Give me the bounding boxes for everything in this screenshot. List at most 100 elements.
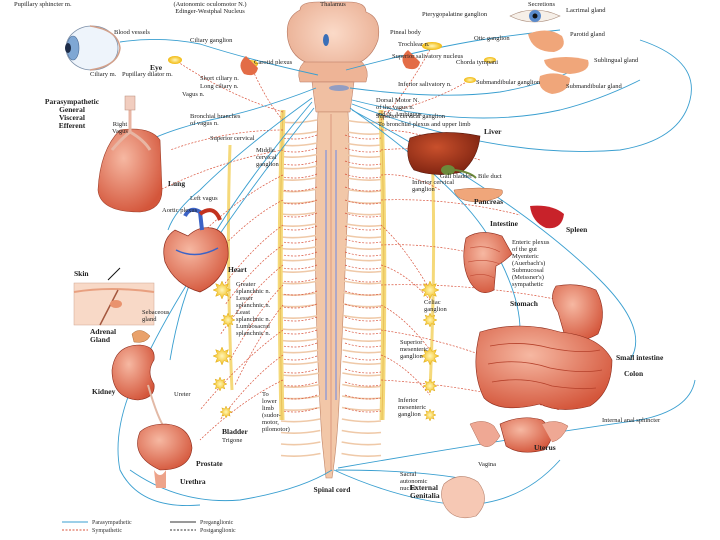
label-aortic-plexus: Aortic plexus: [162, 207, 198, 214]
label-eye: Eye: [150, 63, 163, 72]
lacrimal-eye-illustration: [509, 9, 561, 23]
legend-preganglionic: Preganglionic: [200, 520, 234, 526]
label-submandibular-gland: Submandibular gland: [566, 83, 623, 90]
labels-layer: Pupillary sphincter m. Blood vesselsCilia…: [14, 1, 664, 500]
label-urethra: Urethra: [180, 477, 206, 486]
external-genitalia-illustration: [441, 476, 485, 519]
label-skin: Skin: [74, 269, 89, 278]
small-intestine-illustration: [475, 325, 613, 410]
intestine-illustration: [463, 232, 513, 293]
label-vagus-n: Vagus n.: [182, 91, 205, 98]
label-stomach: Stomach: [510, 299, 539, 308]
label-parotid-gland: Parotid gland: [570, 31, 606, 38]
label-uterus: Uterus: [534, 443, 556, 452]
legend-parasympathetic: Parasympathetic: [92, 520, 132, 526]
label-pancreas: Pancreas: [474, 197, 503, 206]
prevertebral-ganglia: [212, 280, 440, 422]
label-long-ciliary: Long ciliary n.: [200, 83, 239, 90]
label-pupillary-dilator: Pupillary dilator m.: [122, 71, 173, 78]
label-trochlear: Trochlear n.: [398, 41, 430, 48]
label-bladder: Bladder: [222, 427, 249, 436]
label-lacrimal-gland: Lacrimal gland: [566, 7, 606, 14]
label-superior-cervical: Superior cervical: [210, 135, 255, 142]
label-spinal-cord: Spinal cord: [314, 485, 352, 494]
eye-illustration: [65, 25, 121, 71]
label-small-intestine: Small intestine: [616, 353, 664, 362]
label-ciliary-ganglion: Ciliary ganglion: [190, 37, 233, 44]
pancreas-illustration: [453, 187, 503, 203]
uterus-illustration: [469, 417, 569, 453]
label-trigone: Trigone: [222, 437, 242, 444]
label-bile-duct: Bile duct: [478, 173, 502, 180]
brainstem: [286, 1, 380, 113]
carotid-plexus-node: [240, 56, 258, 76]
label-vagina: Vagina: [478, 461, 496, 468]
label-prostate: Prostate: [196, 459, 223, 468]
label-dorsal-motor: Dorsal Motor N.of the vagus n.and N. Amb…: [376, 97, 422, 118]
label-blood-vessels: Blood vessels: [114, 29, 150, 36]
legend-sympathetic: Sympathetic: [92, 528, 122, 534]
label-otic-ganglion: Otic ganglion: [474, 35, 510, 42]
label-ciliary-m: Ciliary m.: [90, 71, 117, 78]
label-heart: Heart: [228, 265, 247, 274]
label-carotid-plexus: Carotid plexus: [254, 59, 293, 66]
pterygopalatine-node: [402, 42, 496, 83]
label-liver: Liver: [484, 127, 502, 136]
label-short-ciliary: Short ciliary n.: [200, 75, 239, 82]
lung-illustration: [97, 95, 163, 213]
label-spleen: Spleen: [566, 225, 588, 234]
kidney-illustration: [111, 330, 167, 431]
label-bronchial-plexus: To bronchial plexus and upper limb: [378, 121, 471, 128]
label-submandibular-ganglion: Submandibular ganglion: [476, 79, 541, 86]
spinal-nerve-roots: [280, 119, 382, 457]
label-superior-cervical-ganglion: Superior cervical ganglion: [376, 113, 446, 120]
paravertebral-outer-left: [226, 144, 234, 391]
label-gall-bladder: Gall bladder: [440, 173, 473, 180]
label-pineal-body: Pineal body: [390, 29, 422, 36]
bladder-illustration: [137, 423, 193, 488]
spleen-illustration: [530, 205, 564, 229]
label-inferior-salivatory: Inferior salivatory n.: [398, 81, 452, 88]
legend: Parasympathetic Sympathetic Preganglioni…: [62, 520, 236, 534]
label-pterygopalatine: Pterygopalatine ganglion: [422, 11, 488, 18]
label-internal-anal: Internal anal sphincter: [602, 417, 661, 424]
label-thalamus: Thalamus: [320, 1, 346, 8]
sublingual-gland-illustration: [544, 57, 589, 74]
label-sublingual-gland: Sublingual gland: [594, 57, 639, 64]
label-chorda-tympani: Chorda tympani: [456, 59, 498, 66]
label-superior-salivatory: Superior salivatory nucleus: [392, 53, 464, 60]
submandibular-gland-illustration: [539, 73, 570, 94]
label-left-vagus: Left vagus: [190, 195, 218, 202]
label-ureter: Ureter: [174, 391, 191, 398]
label-lung: Lung: [168, 179, 185, 188]
skin-illustration: [73, 267, 155, 326]
liver-illustration: [407, 132, 481, 179]
legend-postganglionic: Postganglionic: [200, 528, 236, 534]
label-pupillary-sphincter: Pupillary sphincter m.: [14, 1, 72, 8]
label-kidney: Kidney: [92, 387, 116, 396]
label-edinger: (Autonomic oculomotor N.)Edinger-Westpha…: [173, 1, 246, 15]
spinal-cord: [315, 111, 350, 479]
sympathetic-chain-right: [378, 109, 387, 421]
heart-illustration: [163, 207, 229, 293]
sympathetic-chain-left: [277, 109, 286, 421]
label-intestine: Intestine: [490, 219, 519, 228]
label-secretions: Secretions: [528, 1, 556, 8]
parotid-gland-illustration: [528, 30, 564, 52]
